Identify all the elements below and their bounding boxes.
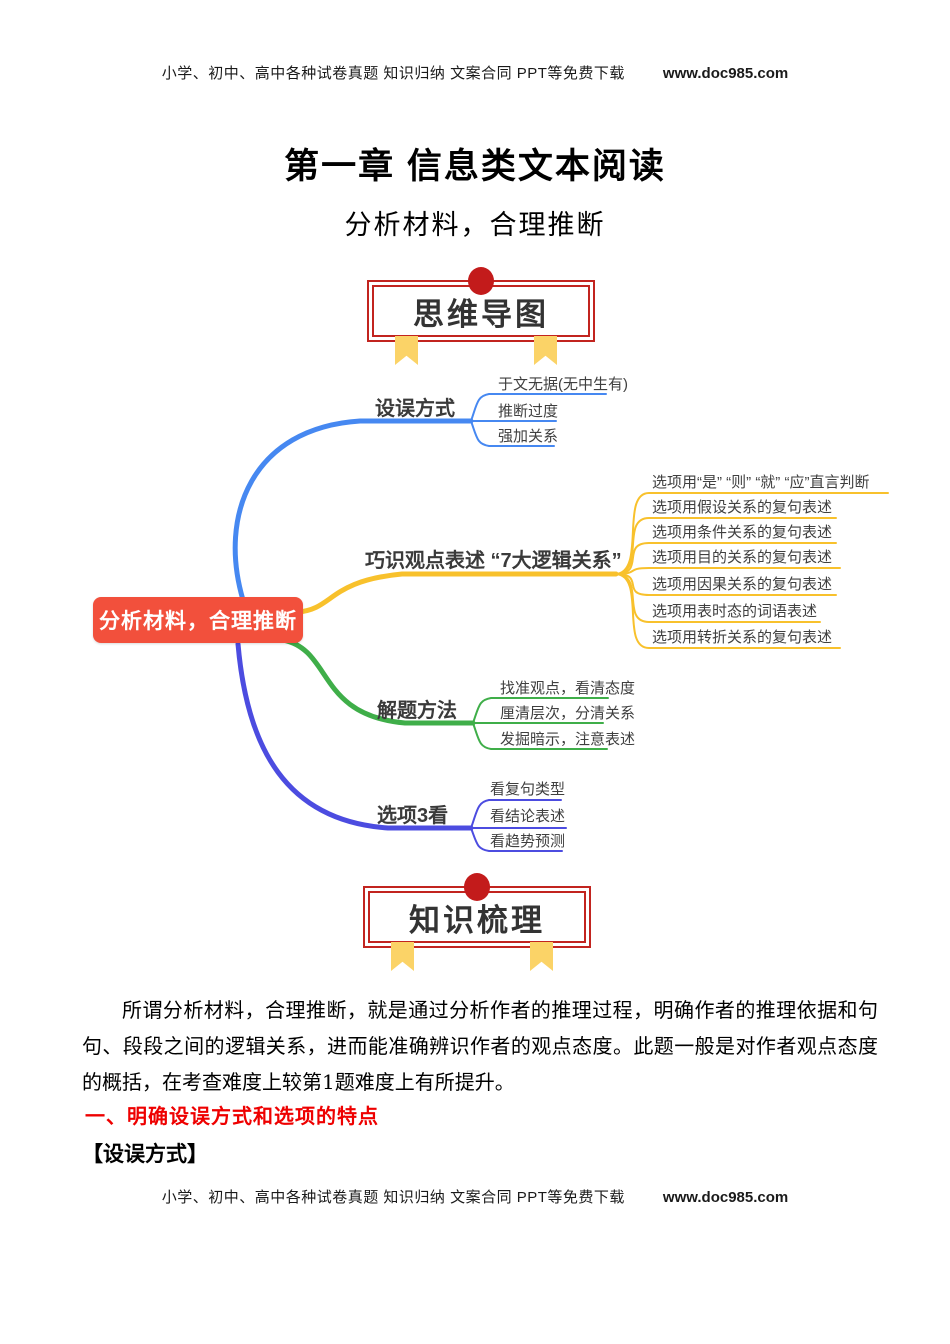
page-title: 第一章 信息类文本阅读 xyxy=(284,147,666,186)
leaf-label: 发掘暗示，注意表述 xyxy=(500,730,635,748)
leaf-label: 选项用因果关系的复句表述 xyxy=(652,575,832,593)
leaf-line xyxy=(470,393,607,422)
leaf-line xyxy=(470,420,555,447)
leaf-label: 找准观点，看清态度 xyxy=(500,680,635,697)
branch-curve xyxy=(295,571,619,615)
banner-mindmap: 思维导图 xyxy=(367,267,595,365)
leaf-label: 看趋势预测 xyxy=(490,833,565,850)
leaf-line xyxy=(615,517,837,575)
header-url: www.doc985.com xyxy=(662,65,789,82)
branch-curve xyxy=(235,641,474,831)
seal-dot-icon xyxy=(468,267,494,295)
leaf-label: 选项用转折关系的复句表述 xyxy=(652,628,832,646)
footer: 小学、初中、高中各种试卷真题 知识归纳 文案合同 PPT等免费下载 www.doc… xyxy=(0,1186,950,1207)
branch-curve xyxy=(280,637,476,726)
leaf-label: 厘清层次，分清关系 xyxy=(500,705,635,722)
seal-dot-icon xyxy=(464,873,490,901)
branch-label: 选项3看 xyxy=(377,804,448,827)
header-text: 小学、初中、高中各种试卷真题 知识归纳 文案合同 PPT等免费下载 xyxy=(161,65,625,82)
branch-label: 设误方式 xyxy=(375,396,455,420)
leaf-label: 选项用目的关系的复句表述 xyxy=(652,548,832,566)
header: 小学、初中、高中各种试卷真题 知识归纳 文案合同 PPT等免费下载 www.doc… xyxy=(0,62,950,83)
leaf-line xyxy=(472,722,608,750)
subsection-heading: 【设误方式】 xyxy=(82,1143,208,1166)
leaf-label: 看结论表述 xyxy=(490,808,565,825)
section-heading: 一、明确设误方式和选项的特点 xyxy=(85,1106,379,1128)
leaf-label: 于文无据(无中生有) xyxy=(498,376,628,393)
leaf-line xyxy=(615,573,837,596)
page-subtitle: 分析材料，合理推断 xyxy=(344,210,606,240)
banner-mindmap-label: 思维导图 xyxy=(413,296,549,332)
branch-curve xyxy=(232,418,474,603)
leaf-label: 看复句类型 xyxy=(490,780,565,798)
leaf-line xyxy=(472,697,609,724)
banner-knowledge: 知识梳理 xyxy=(363,873,591,971)
ribbon-icon xyxy=(395,336,418,365)
leaf-label: 选项用“是” “则” “就” “应”直言判断 xyxy=(652,473,869,491)
ribbon-icon xyxy=(534,336,557,365)
leaf-label: 选项用表时态的词语表述 xyxy=(652,603,817,620)
leaf-line xyxy=(470,827,563,852)
branch-option-checks xyxy=(235,641,567,852)
branch-label: 巧识观点表述 “7大逻辑关系” xyxy=(365,548,622,572)
branch-error-types xyxy=(232,393,607,603)
leaf-label: 推断过度 xyxy=(498,403,558,420)
leaf-line xyxy=(470,799,562,829)
mindmap-center-node: 分析材料，合理推断 xyxy=(93,597,303,643)
branch-label: 解题方法 xyxy=(377,698,457,722)
leaf-line xyxy=(615,567,841,575)
leaf-label: 选项用条件关系的复句表述 xyxy=(652,523,832,541)
mindmap-diagram: 设误方式 于文无据(无中生有) 推断过度 强加关系 巧识观点表述 “7大逻辑关系… xyxy=(232,376,889,852)
footer-url: www.doc985.com xyxy=(662,1189,789,1206)
leaf-label: 强加关系 xyxy=(498,428,558,445)
branch-logic-relations xyxy=(295,492,889,649)
leaf-line xyxy=(615,573,841,649)
footer-text: 小学、初中、高中各种试卷真题 知识归纳 文案合同 PPT等免费下载 xyxy=(161,1189,625,1206)
branch-solving-methods xyxy=(280,637,609,750)
ribbon-icon xyxy=(530,942,553,971)
ribbon-icon xyxy=(391,942,414,971)
banner-knowledge-label: 知识梳理 xyxy=(409,902,545,938)
intro-paragraph: 所谓分析材料，合理推断，就是通过分析作者的推理过程，明确作者的推理依据和句句、段… xyxy=(82,998,878,1094)
leaf-label: 选项用假设关系的复句表述 xyxy=(652,498,832,516)
leaf-line xyxy=(615,492,889,575)
